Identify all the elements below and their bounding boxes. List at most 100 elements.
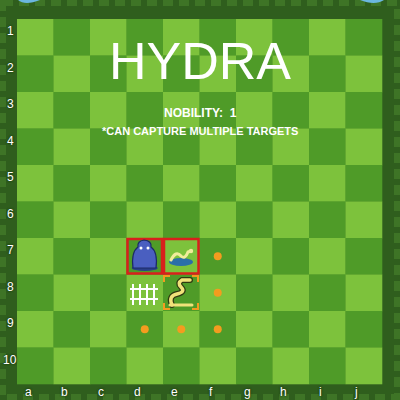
board-square — [127, 275, 164, 312]
row-number: 10 — [3, 354, 16, 366]
board-square — [127, 348, 164, 385]
board-square — [273, 275, 310, 312]
board-square — [309, 19, 346, 56]
board-square — [54, 348, 91, 385]
row-number: 1 — [7, 25, 14, 37]
water-serpent-piece — [169, 249, 193, 266]
board-square — [273, 165, 310, 202]
board-square — [200, 275, 237, 312]
blue-piece — [132, 240, 158, 271]
board-square — [200, 165, 237, 202]
board-square — [163, 165, 200, 202]
board-square — [54, 129, 91, 166]
hydra-outline — [171, 280, 190, 305]
selection-outline — [128, 239, 163, 274]
hydra-body — [171, 280, 190, 305]
ability-note: *CAN CAPTURE MULTIPLE TARGETS — [102, 126, 298, 137]
piece-eye — [140, 247, 143, 250]
board-square — [54, 275, 91, 312]
board-square — [90, 202, 127, 239]
board-square — [273, 202, 310, 239]
board-square — [273, 238, 310, 275]
board-square — [200, 348, 237, 385]
fence-post — [132, 284, 134, 305]
frame-foliage — [3, 3, 397, 397]
board-square — [309, 56, 346, 93]
board-square — [346, 348, 383, 385]
board-square — [90, 348, 127, 385]
piece-eye — [147, 247, 150, 250]
move-dot — [214, 252, 222, 260]
board-square — [346, 56, 383, 93]
row-number: 2 — [7, 62, 14, 74]
target-outline — [164, 239, 199, 274]
hydra-piece — [170, 280, 192, 305]
board-square — [309, 129, 346, 166]
board-square — [163, 348, 200, 385]
column-letter: j — [355, 386, 358, 398]
board-square — [309, 92, 346, 129]
board-square — [309, 311, 346, 348]
serpent-head — [189, 249, 193, 253]
board-square — [236, 275, 273, 312]
board-square — [17, 238, 54, 275]
board-square — [236, 202, 273, 239]
board-square — [346, 165, 383, 202]
row-number: 3 — [7, 98, 14, 110]
fence-post — [139, 284, 141, 305]
board-square — [54, 311, 91, 348]
board-square — [346, 19, 383, 56]
nobility-text: NOBILITY: 1 — [164, 107, 236, 119]
move-dot — [214, 289, 222, 297]
board-square — [236, 238, 273, 275]
board-square — [200, 311, 237, 348]
row-number: 7 — [7, 244, 14, 256]
board-square — [200, 202, 237, 239]
board-square — [273, 348, 310, 385]
board-square — [127, 238, 164, 275]
fence-post — [153, 284, 155, 305]
board-square — [17, 311, 54, 348]
selected-corners — [164, 276, 198, 309]
column-letter: h — [280, 386, 287, 398]
serpent-body — [171, 251, 191, 260]
board-square — [54, 165, 91, 202]
move-dot — [214, 325, 222, 333]
board-square — [17, 275, 54, 312]
board-square — [309, 238, 346, 275]
board-square — [163, 238, 200, 275]
piece-title: HYDRA — [109, 35, 291, 87]
board-square — [54, 238, 91, 275]
board-square — [309, 202, 346, 239]
board-square — [17, 92, 54, 129]
board-square — [273, 92, 310, 129]
board-square — [236, 348, 273, 385]
board-square — [200, 238, 237, 275]
board-square — [54, 56, 91, 93]
board-square — [17, 202, 54, 239]
piece-body — [133, 240, 157, 268]
fence-piece — [130, 284, 158, 305]
column-letter: e — [171, 386, 178, 398]
board-square — [17, 129, 54, 166]
board-square — [309, 275, 346, 312]
board-square — [90, 311, 127, 348]
fence-rail — [130, 288, 158, 290]
fence-rail — [130, 298, 158, 300]
board-square — [346, 129, 383, 166]
sky-corner — [0, 0, 40, 3]
fence-post — [146, 284, 148, 305]
row-number: 8 — [7, 281, 14, 293]
board-square — [309, 348, 346, 385]
board-square — [17, 19, 54, 56]
column-letter: b — [61, 386, 68, 398]
board-square — [273, 311, 310, 348]
sky-corner — [360, 0, 400, 3]
column-letter: g — [244, 386, 251, 398]
board-square — [90, 92, 127, 129]
move-dots — [141, 252, 222, 333]
board-square — [54, 202, 91, 239]
board-square — [54, 19, 91, 56]
